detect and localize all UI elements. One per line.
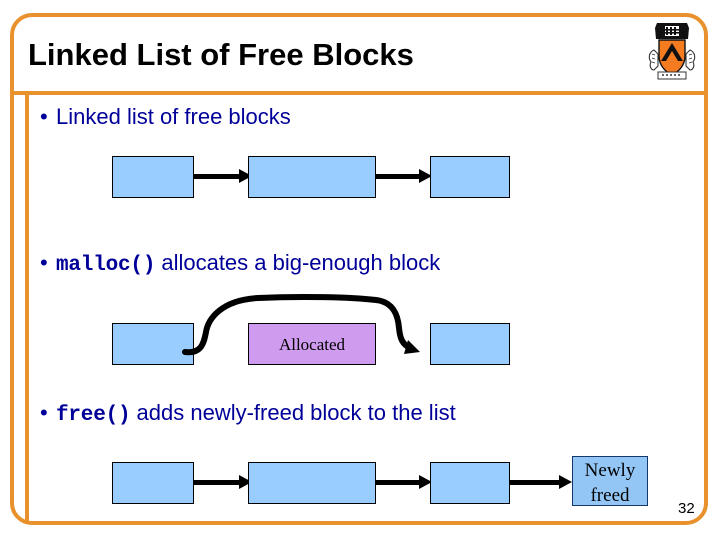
princeton-shield-logo — [645, 20, 699, 86]
malloc-code: malloc() — [56, 254, 156, 277]
page-number: 32 — [678, 500, 695, 517]
arrow-5 — [510, 475, 572, 489]
allocated-block: Allocated — [248, 323, 376, 365]
page-title: Linked List of Free Blocks — [28, 37, 414, 72]
bullet-text: Linked list of free blocks — [56, 104, 291, 129]
arrow-2 — [376, 169, 432, 183]
newly-freed-label-line2: freed — [590, 485, 630, 506]
free-block-4 — [112, 323, 194, 365]
free-block-5 — [430, 323, 510, 365]
free-code: free() — [56, 404, 131, 427]
bullet-text: adds newly-freed block to the list — [130, 400, 456, 425]
free-block-1 — [112, 156, 194, 198]
curved-arrow-over-allocated — [182, 293, 420, 356]
bullet-malloc: • malloc() allocates a big-enough block — [40, 250, 440, 277]
bullet-linked-list: • Linked list of free blocks — [40, 104, 291, 130]
bullet-marker: • — [40, 104, 48, 129]
bullet-free: • free() adds newly-freed block to the li… — [40, 400, 456, 427]
arrow-3 — [194, 475, 252, 489]
free-block-7 — [248, 462, 376, 504]
bullet-marker: • — [40, 250, 48, 275]
free-block-8 — [430, 462, 510, 504]
free-block-2 — [248, 156, 376, 198]
arrow-4 — [376, 475, 432, 489]
left-accent-line — [25, 93, 29, 521]
title-divider — [14, 91, 706, 95]
free-block-3 — [430, 156, 510, 198]
newly-freed-label-line1: Newly — [584, 460, 636, 481]
free-block-6 — [112, 462, 194, 504]
newly-freed-block: Newly freed — [572, 456, 648, 506]
allocated-label: Allocated — [278, 335, 346, 354]
arrow-1 — [194, 169, 252, 183]
bullet-text: allocates a big-enough block — [155, 250, 441, 275]
bullet-marker: • — [40, 400, 48, 425]
